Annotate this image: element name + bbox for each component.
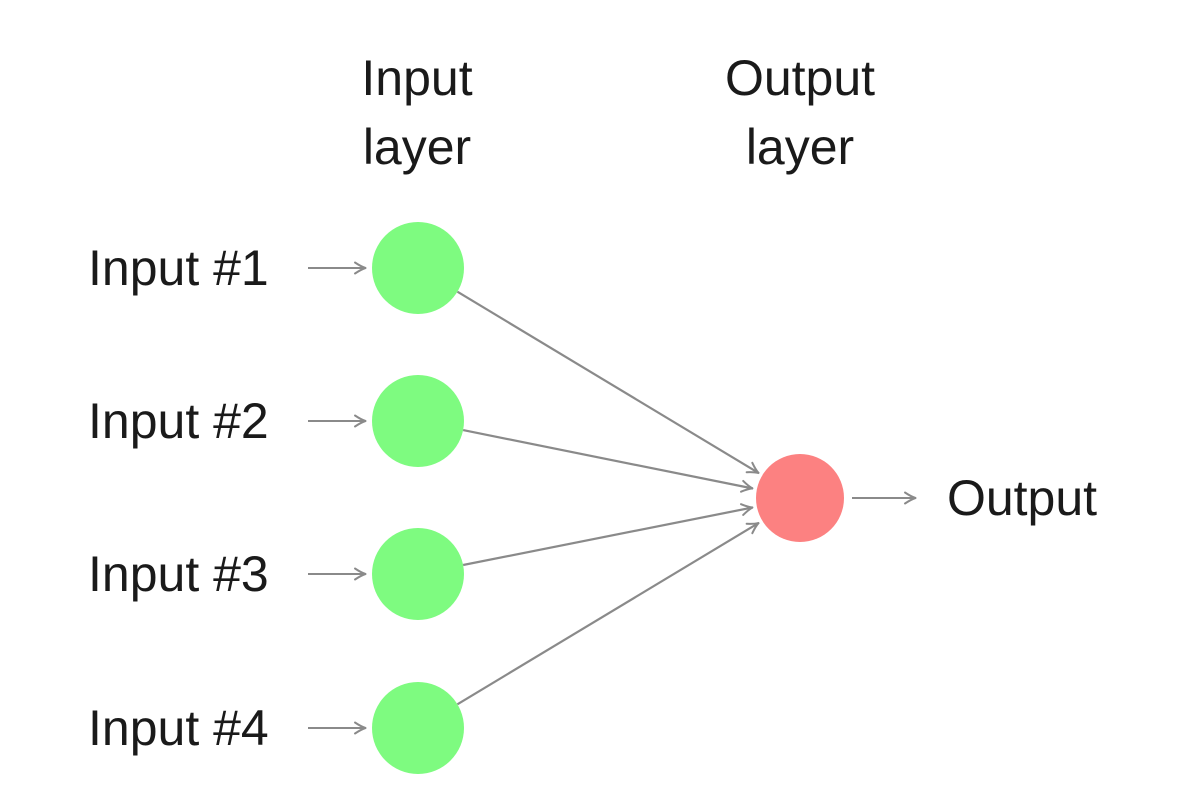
input-node-3 <box>372 528 464 620</box>
output-node <box>756 454 844 542</box>
input-node-1 <box>372 222 464 314</box>
input-layer-title-line1: Input <box>361 50 472 106</box>
input-node-2 <box>372 375 464 467</box>
output-layer-title-line1: Output <box>725 50 875 106</box>
edge-input2-to-output <box>462 429 754 493</box>
edge-input3-to-output <box>462 503 754 567</box>
output-node-label: Output <box>947 470 1097 526</box>
edge-input4-to-output <box>456 521 760 706</box>
input-node-2-label: Input #2 <box>88 393 269 449</box>
input-node-4-label: Input #4 <box>88 700 269 756</box>
output-layer-title-line2: layer <box>746 119 854 175</box>
input-node-1-label: Input #1 <box>88 240 269 296</box>
edge-input1-to-output <box>456 290 760 475</box>
input-layer-title-line2: layer <box>363 119 471 175</box>
input-node-3-label: Input #3 <box>88 546 269 602</box>
input-node-4 <box>372 682 464 774</box>
